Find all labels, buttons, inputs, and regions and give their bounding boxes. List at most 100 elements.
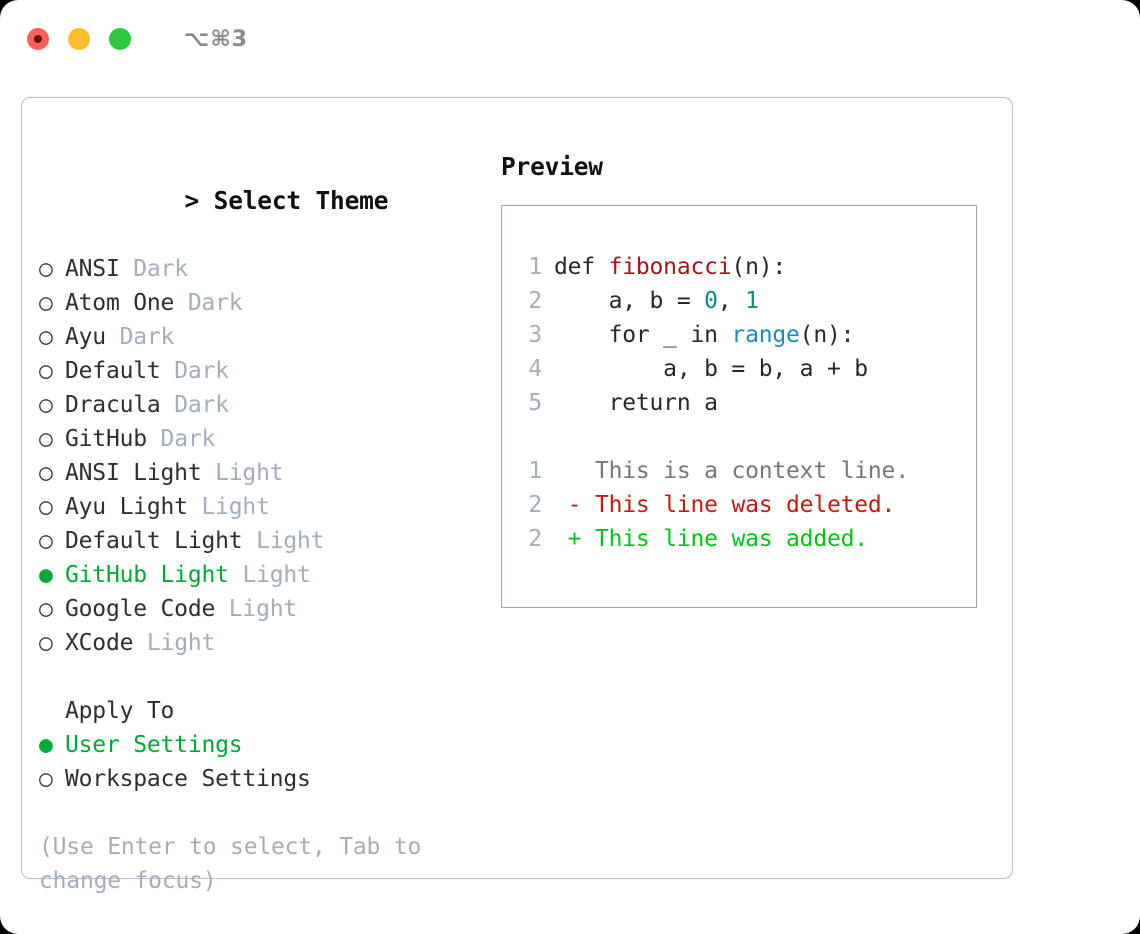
theme-option-label: GitHub [65,426,147,452]
code-diff-spacer [516,420,976,454]
section-spacer [39,660,499,694]
radio-selected-icon: ● [39,732,53,758]
apply-option-workspace-settings[interactable]: ○ Workspace Settings [39,762,499,796]
theme-option-tag: Dark [174,358,229,384]
apply-to-list: ● User Settings ○ Workspace Settings [39,728,499,796]
code-token-plain: a, b = b, a + b [554,356,868,382]
radio-unselected-icon: ○ [39,324,53,350]
code-token-plain: for _ in [554,322,732,348]
diff-marker [568,458,582,484]
theme-option-github[interactable]: ○ GitHub Dark [39,422,499,456]
radio-unselected-icon: ○ [39,460,53,486]
theme-option-default-light[interactable]: ○Default Light Light [39,524,499,558]
apply-option-label: Workspace Settings [65,766,311,792]
panel-columns: > Select Theme ○ANSI Dark○Atom One Dark○… [22,98,1012,894]
theme-option-tag: Light [228,596,298,622]
focus-caret-icon: > [184,186,200,215]
theme-option-tag: Light [201,494,270,520]
radio-unselected-icon: ○ [39,392,53,418]
theme-option-tag: Dark [119,324,175,350]
theme-option-ayu-light[interactable]: ○Ayu Light Light [39,490,499,524]
code-token-plain: return a [554,390,718,416]
theme-option-label: Dracula [65,392,161,418]
code-line: 2 a, b = 0, 1 [516,284,976,318]
theme-option-ayu[interactable]: ○ Ayu Dark [39,320,499,354]
theme-option-ansi-light[interactable]: ○ANSI Light Light [39,456,499,490]
diff-line-text: This is a context line. [554,458,909,484]
diff-text: This line was added. [594,526,868,552]
theme-option-tag: Dark [160,426,216,452]
radio-unselected-icon: ○ [39,358,53,384]
diff-line-add: 2 + This line was added. [516,522,976,556]
line-number: 1 [528,458,542,484]
line-number: 3 [528,322,542,348]
diff-line-ctx: 1 This is a context line. [516,454,976,488]
code-token-plain: (n): [731,254,787,280]
preview-heading: Preview [501,152,603,181]
radio-unselected-icon: ○ [39,630,53,656]
theme-option-xcode[interactable]: ○ XCode Light [39,626,499,660]
theme-option-github-light[interactable]: ●GitHub Light Light [39,558,499,592]
theme-list: ○ANSI Dark○Atom One Dark○Ayu Dark○Defaul… [39,252,499,660]
theme-option-tag: Dark [133,256,188,282]
theme-option-label: Ayu [65,324,106,350]
code-line: 3 for _ in range(n): [516,318,976,352]
theme-option-label: Ayu Light [65,494,188,520]
theme-option-tag: Light [256,528,325,554]
theme-option-label: XCode [65,630,134,656]
line-number: 1 [528,254,542,280]
code-token-num: 1 [745,288,759,314]
apply-option-user-settings[interactable]: ● User Settings [39,728,499,762]
line-number: 2 [528,526,542,552]
code-token-plain: , [717,288,746,314]
code-token-plain: (n): [799,322,855,348]
select-theme-heading: > Select Theme [39,150,499,252]
theme-option-tag: Dark [174,392,229,418]
minimize-button[interactable] [68,28,90,50]
main-panel: > Select Theme ○ANSI Dark○Atom One Dark○… [21,97,1013,894]
theme-option-dracula[interactable]: ○ Dracula Dark [39,388,499,422]
traffic-lights [27,28,131,50]
maximize-button[interactable] [109,28,131,50]
line-number: 2 [528,492,542,518]
theme-option-tag: Light [146,630,216,656]
diff-text: This line was deleted. [594,492,896,518]
code-token-plain: a, b = [554,288,705,314]
theme-option-label: Atom One [65,290,175,316]
diff-marker: + [567,526,582,552]
theme-option-ansi[interactable]: ○ ANSI Dark [39,252,499,286]
keyboard-shortcut-label: ⌥⌘3 [184,26,249,52]
code-token-plain: def [554,254,609,280]
diff-line-del: 2 - This line was deleted. [516,488,976,522]
radio-selected-icon: ● [39,562,53,588]
code-token-call: range [731,322,800,348]
theme-option-tag: Light [242,562,311,588]
theme-selector-column: > Select Theme ○ANSI Dark○Atom One Dark○… [39,150,499,898]
radio-unselected-icon: ○ [39,766,53,792]
theme-option-label: Default [65,358,161,384]
apply-option-label: User Settings [65,732,243,758]
select-theme-title: Select Theme [213,186,389,215]
theme-option-atom-one[interactable]: ○ Atom One Dark [39,286,499,320]
diff-marker: - [567,492,582,518]
close-button[interactable] [27,28,49,50]
theme-option-label: ANSI [65,256,120,282]
theme-option-tag: Dark [187,290,243,316]
theme-option-default[interactable]: ○ Default Dark [39,354,499,388]
line-number: 4 [528,356,542,382]
keyboard-hint-text: (Use Enter to select, Tab to change focu… [39,834,435,894]
theme-option-label: Google Code [65,596,216,622]
radio-unselected-icon: ○ [39,426,53,452]
radio-unselected-icon: ○ [39,256,53,282]
theme-option-google-code[interactable]: ○Google Code Light [39,592,499,626]
apply-to-heading: Apply To [65,698,175,724]
radio-unselected-icon: ○ [39,290,53,316]
diff-text: This is a context line. [594,458,909,484]
title-bar: ⌥⌘3 [0,0,1140,78]
code-line: 5 return a [516,386,976,420]
